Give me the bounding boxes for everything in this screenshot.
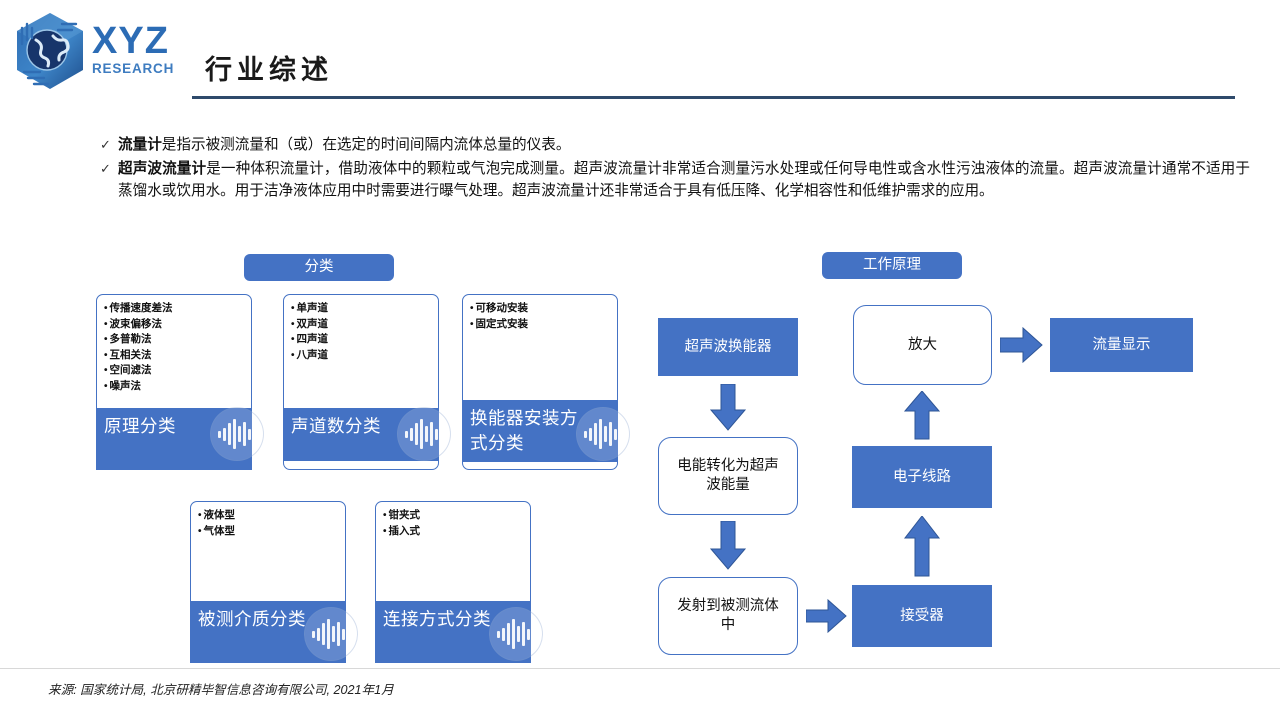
classification-section-pill: 分类 — [244, 254, 394, 281]
arrow-receiver-to-circuit — [903, 516, 941, 577]
classification-card[interactable]: 传播速度差法 波束偏移法 多普勒法 互相关法 空间滤法 噪声法 原理分类 — [96, 294, 264, 470]
footer-divider — [0, 668, 1280, 669]
list-item: 气体型 — [198, 524, 339, 540]
list-item: 液体型 — [198, 508, 339, 524]
brand-name-bottom: RESEARCH — [92, 61, 175, 76]
card-item-list: 液体型 气体型 — [198, 508, 339, 539]
list-item: 噪声法 — [104, 379, 245, 395]
classification-card[interactable]: 可移动安装 固定式安装 换能器安装方式分类 — [462, 294, 630, 470]
card-item-list: 钳夹式 插入式 — [383, 508, 524, 539]
card-title: 声道数分类 — [291, 416, 381, 436]
card-item-list: 传播速度差法 波束偏移法 多普勒法 互相关法 空间滤法 噪声法 — [104, 301, 245, 395]
bullet-body: 是指示被测流量和（或）在选定的时间间隔内流体总量的仪表。 — [161, 137, 571, 153]
bullet-body: 是一种体积流量计，借助液体中的颗粒或气泡完成测量。超声波流量计非常适合测量污水处… — [118, 160, 1250, 200]
arrow-transducer-to-convert — [709, 384, 747, 431]
card-title: 换能器安装方式分类 — [470, 408, 578, 453]
card-item-list: 单声道 双声道 四声道 八声道 — [291, 301, 432, 363]
classification-card[interactable]: 钳夹式 插入式 连接方式分类 — [375, 501, 543, 663]
flow-node-transducer[interactable]: 超声波换能器 — [658, 318, 798, 376]
list-item: 钳夹式 — [383, 508, 524, 524]
list-item: 插入式 — [383, 524, 524, 540]
list-item: 八声道 — [291, 348, 432, 364]
brand-wordmark: XYZ RESEARCH — [92, 22, 202, 77]
list-item: 单声道 — [291, 301, 432, 317]
check-icon: ✓ — [100, 137, 111, 152]
bullet-text: 超声波流量计是一种体积流量计，借助液体中的颗粒或气泡完成测量。超声波流量计非常适… — [118, 158, 1250, 203]
card-item-list: 可移动安装 固定式安装 — [470, 301, 611, 332]
list-item: 可移动安装 — [470, 301, 611, 317]
classification-card[interactable]: 液体型 气体型 被测介质分类 — [190, 501, 358, 663]
card-title: 原理分类 — [104, 416, 176, 436]
list-item: 空间滤法 — [104, 363, 245, 379]
brand-name-top: XYZ — [92, 20, 169, 62]
arrow-convert-to-emit — [709, 521, 747, 570]
arrow-circuit-to-amplify — [903, 391, 941, 440]
arrow-amplify-to-display — [1000, 327, 1043, 363]
check-icon: ✓ — [100, 160, 111, 176]
sound-wave-icon — [304, 607, 358, 661]
sound-wave-icon — [489, 607, 543, 661]
bullet-term: 超声波流量计 — [118, 160, 207, 177]
bullet-text: 流量计是指示被测流量和（或）在选定的时间间隔内流体总量的仪表。 — [118, 134, 1250, 157]
flow-node-emit[interactable]: 发射到被测流体中 — [658, 577, 798, 655]
working-principle-section-pill: 工作原理 — [822, 252, 962, 279]
sound-wave-icon — [397, 407, 451, 461]
slide-header: XYZ RESEARCH 行业综述 — [0, 0, 1280, 108]
intro-bullets: ✓ 流量计是指示被测流量和（或）在选定的时间间隔内流体总量的仪表。 ✓ 超声波流… — [100, 134, 1250, 204]
classification-card[interactable]: 单声道 双声道 四声道 八声道 声道数分类 — [283, 294, 451, 470]
list-item: 固定式安装 — [470, 317, 611, 333]
page-title: 行业综述 — [205, 55, 333, 85]
globe-hexagon-icon — [17, 13, 83, 89]
list-item: 波束偏移法 — [104, 317, 245, 333]
card-title: 连接方式分类 — [383, 609, 491, 629]
source-note: 来源: 国家统计局, 北京研精毕智信息咨询有限公司, 2021年1月 — [48, 683, 394, 697]
card-title: 被测介质分类 — [198, 609, 306, 629]
arrow-emit-to-receiver — [806, 598, 847, 634]
flow-node-display[interactable]: 流量显示 — [1050, 318, 1193, 372]
list-item: 传播速度差法 — [104, 301, 245, 317]
flow-node-circuit[interactable]: 电子线路 — [852, 446, 992, 508]
list-item: 多普勒法 — [104, 332, 245, 348]
bullet-term: 流量计 — [118, 137, 162, 153]
flow-node-amplify[interactable]: 放大 — [853, 305, 992, 385]
list-item: 四声道 — [291, 332, 432, 348]
flow-node-receiver[interactable]: 接受器 — [852, 585, 992, 647]
title-underline — [192, 96, 1235, 99]
list-item: 互相关法 — [104, 348, 245, 364]
bullet-item: ✓ 流量计是指示被测流量和（或）在选定的时间间隔内流体总量的仪表。 — [100, 134, 1250, 157]
list-item: 双声道 — [291, 317, 432, 333]
sound-wave-icon — [576, 407, 630, 461]
bullet-item: ✓ 超声波流量计是一种体积流量计，借助液体中的颗粒或气泡完成测量。超声波流量计非… — [100, 158, 1250, 203]
sound-wave-icon — [210, 407, 264, 461]
flow-node-convert[interactable]: 电能转化为超声波能量 — [658, 437, 798, 515]
